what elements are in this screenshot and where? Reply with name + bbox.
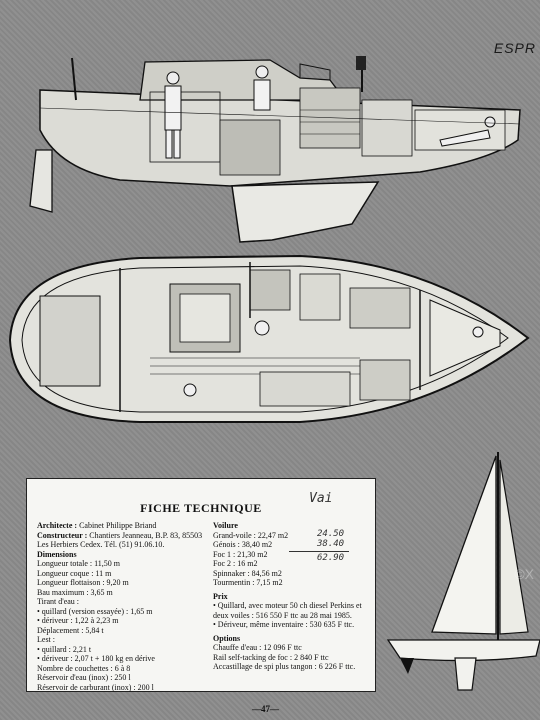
spec-line: • quillard (version essayée) : 1,65 m [37, 606, 153, 616]
technical-sheet: FICHE TECHNIQUE Architecte : Cabinet Phi… [26, 478, 376, 692]
spec-line: Bau maximum : 3,65 m [37, 587, 113, 597]
spec-line: Lest : [37, 635, 55, 644]
spec-line: Réservoir d'eau (inox) : 250 l [37, 673, 131, 682]
handwritten-number: 62.90 [317, 553, 345, 563]
plan-view [8, 254, 530, 423]
handwritten-sum-line [289, 551, 349, 552]
profile-cutaway [29, 56, 521, 243]
spec-line: Options [213, 633, 241, 643]
spec-line: Prix [213, 591, 228, 601]
spec-line: Spinnaker : 84,56 m2 [213, 568, 282, 578]
spec-line: Dimensions [37, 549, 77, 559]
spec-line: Longueur flottaison : 9,20 m [37, 578, 129, 587]
spec-line: Réservoir de carburant (inox) : 200 l [37, 682, 154, 692]
spec-line: Génois : 38,40 m2 [213, 540, 273, 549]
corner-heading-fragment: ESPR [493, 40, 536, 56]
handwritten-word: Vai [309, 491, 333, 506]
spec-line: Foc 2 : 16 m2 [213, 559, 258, 568]
watermark: ©X [514, 566, 534, 582]
spec-line: Chauffe d'eau : 12 096 F ttc [213, 643, 302, 652]
spec-line: Rail self-tacking de foc : 2 840 F ttc [213, 652, 329, 662]
spec-line: • dériveur : 1,22 à 2,23 m [37, 616, 119, 625]
technical-sheet-left-column: Architecte : Cabinet Philippe Briand Con… [37, 521, 205, 692]
technical-sheet-title: FICHE TECHNIQUE [140, 501, 262, 515]
handwritten-number: 38.40 [317, 539, 345, 549]
spec-line: Constructeur : Chantiers Jeanneau, B.P. … [37, 530, 203, 550]
technical-sheet-right-column: Voilure Grand-voile : 22,47 m2 Génois : … [213, 521, 373, 672]
handwritten-number: 24.50 [317, 529, 345, 539]
spec-line: • dériveur : 2,07 t + 180 kg en dérive [37, 654, 155, 663]
spec-line: Déplacement : 5,84 t [37, 625, 104, 635]
spec-line: Nombre de couchettes : 6 à 8 [37, 663, 131, 673]
spec-line: Grand-voile : 22,47 m2 [213, 530, 289, 540]
spec-line: Architecte : Cabinet Philippe Briand [37, 521, 157, 530]
spec-line: Tirant d'eau : [37, 597, 80, 606]
spec-line: Voilure [213, 521, 238, 530]
spec-line: • Dériveur, même inventaire : 530 635 F … [213, 620, 355, 629]
page-number: —47— [252, 704, 279, 714]
spec-line: Accastillage de spi plus tangon : 6 226 … [213, 662, 356, 671]
spec-line: • Quillard, avec moteur 50 ch diesel Per… [213, 601, 362, 620]
spec-line: Foc 1 : 21,30 m2 [213, 549, 268, 559]
spec-line: Longueur totale : 11,50 m [37, 559, 121, 568]
spec-line: Longueur coque : 11 m [37, 568, 112, 578]
spec-line: Tourmentin : 7,15 m2 [213, 578, 283, 587]
spec-line: • quillard : 2,21 t [37, 644, 92, 654]
sail-plan [386, 452, 540, 691]
